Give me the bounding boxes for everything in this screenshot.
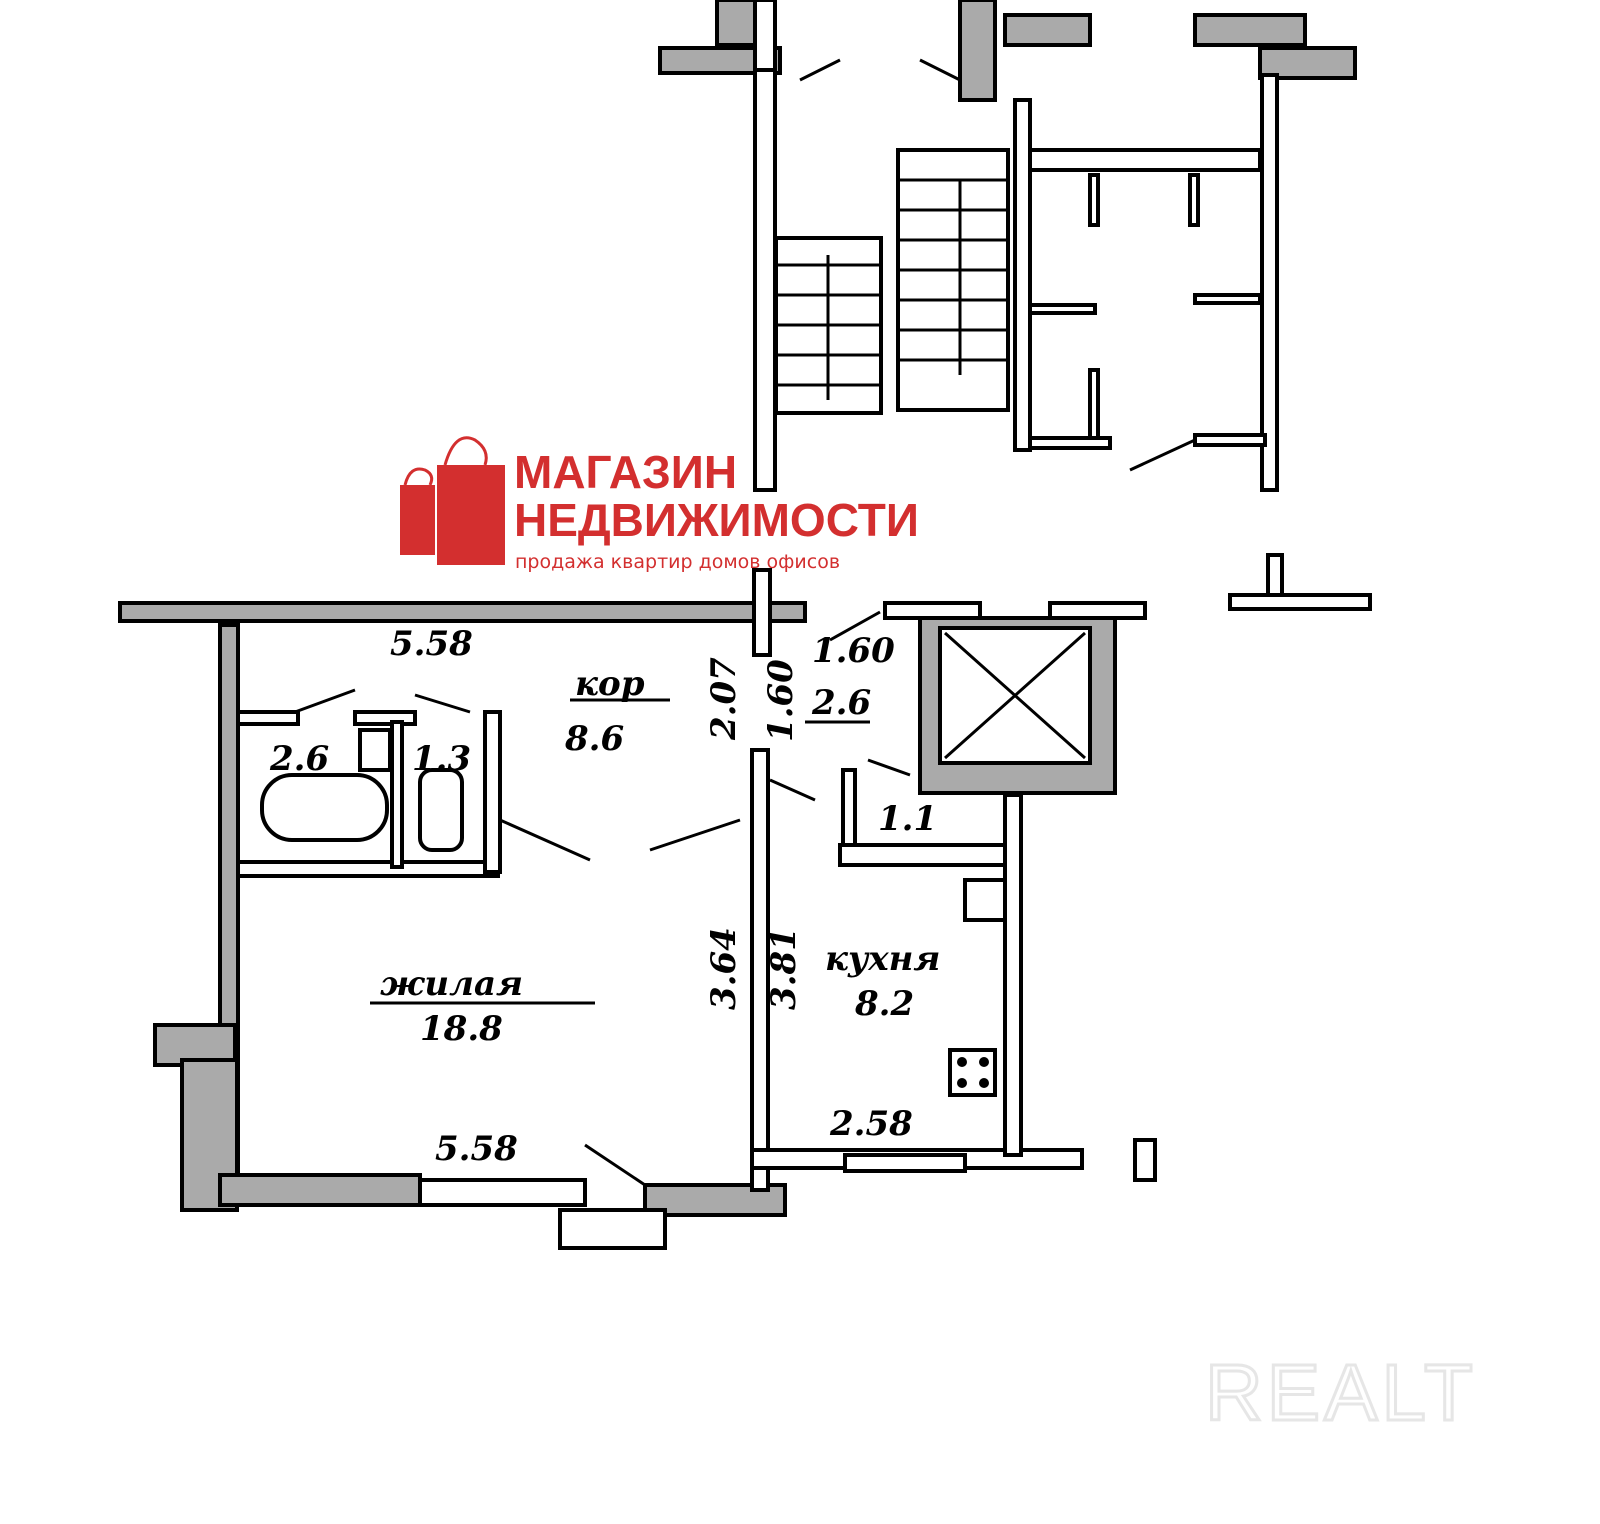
- dim-corridor-height: 2.07: [704, 657, 744, 741]
- dim-kitchen-height: 3.81: [764, 927, 804, 1010]
- closet-area: 1.1: [878, 799, 937, 839]
- building-bags-icon: [400, 436, 505, 565]
- logo-tagline: продажа квартир домов офисов: [515, 551, 840, 573]
- dim-hall-height: 1.60: [761, 659, 801, 742]
- kitchen-label: кухня: [825, 939, 940, 979]
- apartment-walls: [118, 568, 1157, 1250]
- wc-area: 1.3: [412, 739, 471, 779]
- room-labels: 5.58 кор 8.6 2.07 1.60 1.60 2.6 2.6 1.3 …: [269, 624, 940, 1169]
- logo-line-2: НЕДВИЖИМОСТИ: [514, 494, 919, 546]
- kitchen-area: 8.2: [854, 984, 914, 1024]
- dim-kitchen-width: 2.58: [829, 1104, 913, 1144]
- realt-watermark: REALT: [1205, 1348, 1477, 1437]
- living-label: жилая: [380, 964, 523, 1004]
- dim-bottom-width: 5.58: [435, 1129, 518, 1169]
- agency-logo: МАГАЗИН НЕДВИЖИМОСТИ продажа квартир дом…: [400, 436, 919, 573]
- corridor-area: 8.6: [564, 719, 624, 759]
- dim-top-width: 5.58: [390, 624, 473, 664]
- stairwell: [658, 0, 1372, 611]
- logo-line-1: МАГАЗИН: [514, 446, 737, 498]
- dim-hall-width: 1.60: [812, 631, 895, 671]
- hall-area: 2.6: [811, 683, 871, 723]
- living-area: 18.8: [420, 1009, 503, 1049]
- dim-living-height: 3.64: [704, 927, 744, 1010]
- bath-area: 2.6: [269, 739, 329, 779]
- corridor-label: кор: [575, 664, 645, 704]
